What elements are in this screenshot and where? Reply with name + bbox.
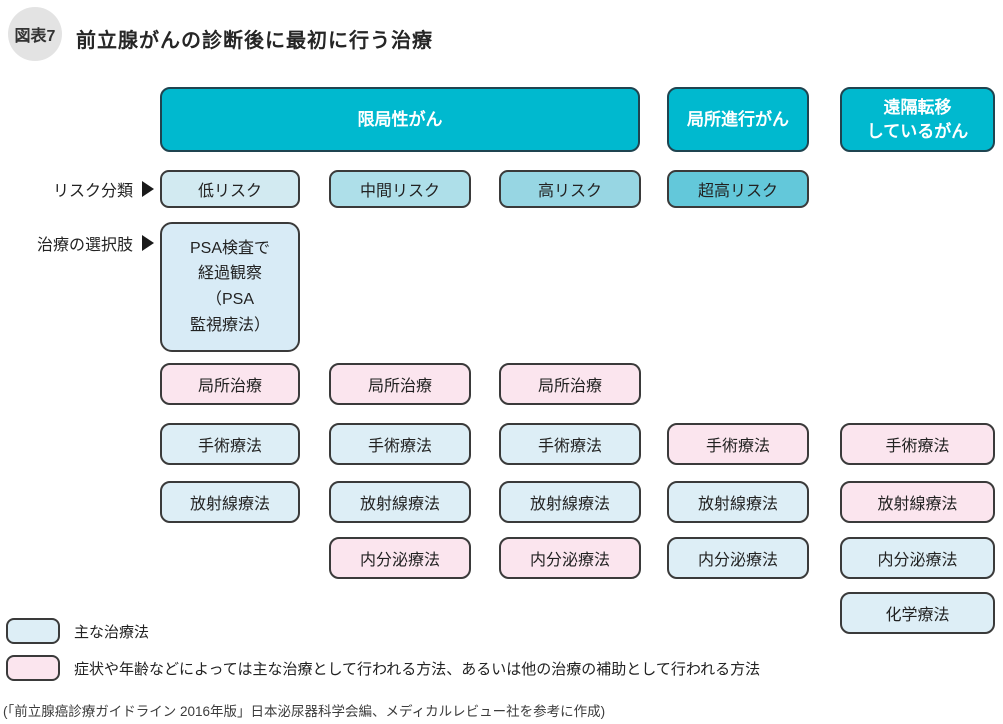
source-citation: (「前立腺癌診療ガイドライン 2016年版」日本泌尿器科学会編、メディカルレビュ…	[3, 704, 606, 719]
treatment-box-local-therapy: 局所治療	[499, 363, 641, 405]
legend-label-conditional-treatment: 症状や年齢などによっては主な治療として行われる方法、あるいは他の治療の補助として…	[74, 660, 761, 678]
treatment-box-surgery: 手術療法	[160, 423, 300, 465]
row-label-risk-classification: リスク分類	[6, 177, 154, 201]
legend-conditional-treatment: 症状や年齢などによっては主な治療として行われる方法、あるいは他の治療の補助として…	[6, 655, 760, 681]
treatment-box-radiation: 放射線療法	[499, 481, 641, 523]
legend-main-treatment: 主な治療法	[6, 618, 149, 644]
treatment-box-local-therapy: 局所治療	[329, 363, 471, 405]
treatment-box-local-therapy: 局所治療	[160, 363, 300, 405]
arrow-right-icon	[142, 181, 154, 197]
arrow-right-icon	[142, 235, 154, 251]
risk-box-low: 低リスク	[160, 170, 300, 208]
risk-box-very-high: 超高リスク	[667, 170, 809, 208]
treatment-box-surgery: 手術療法	[499, 423, 641, 465]
treatment-box-surgery: 手術療法	[667, 423, 809, 465]
legend-swatch-pink	[6, 655, 60, 681]
treatment-box-surgery: 手術療法	[840, 423, 995, 465]
legend-label-main-treatment: 主な治療法	[74, 623, 150, 641]
treatment-box-endocrine: 内分泌療法	[667, 537, 809, 579]
header-distant-metastasis-cancer: 遠隔転移 しているがん	[840, 87, 995, 152]
row-label-treatment-text: 治療の選択肢	[36, 237, 133, 254]
legend-swatch-blue	[6, 618, 60, 644]
figure-number-label: 図表7	[14, 28, 56, 45]
treatment-box-radiation: 放射線療法	[160, 481, 300, 523]
treatment-box-chemotherapy: 化学療法	[840, 592, 995, 634]
row-label-risk-text: リスク分類	[52, 183, 133, 200]
risk-box-high: 高リスク	[499, 170, 641, 208]
treatment-box-surgery: 手術療法	[329, 423, 471, 465]
treatment-box-psa-surveillance: PSA検査で 経過観察 （PSA 監視療法）	[160, 222, 300, 352]
figure-number-badge: 図表7	[8, 7, 62, 61]
treatment-box-endocrine: 内分泌療法	[329, 537, 471, 579]
treatment-box-radiation: 放射線療法	[840, 481, 995, 523]
risk-box-intermediate: 中間リスク	[329, 170, 471, 208]
treatment-box-endocrine: 内分泌療法	[840, 537, 995, 579]
figure-title: 前立腺がんの診断後に最初に行う治療	[76, 30, 433, 52]
row-label-treatment-options: 治療の選択肢	[6, 231, 154, 255]
treatment-box-endocrine: 内分泌療法	[499, 537, 641, 579]
header-localized-cancer: 限局性がん	[160, 87, 640, 152]
header-locally-advanced-cancer: 局所進行がん	[667, 87, 809, 152]
treatment-box-radiation: 放射線療法	[667, 481, 809, 523]
treatment-box-radiation: 放射線療法	[329, 481, 471, 523]
